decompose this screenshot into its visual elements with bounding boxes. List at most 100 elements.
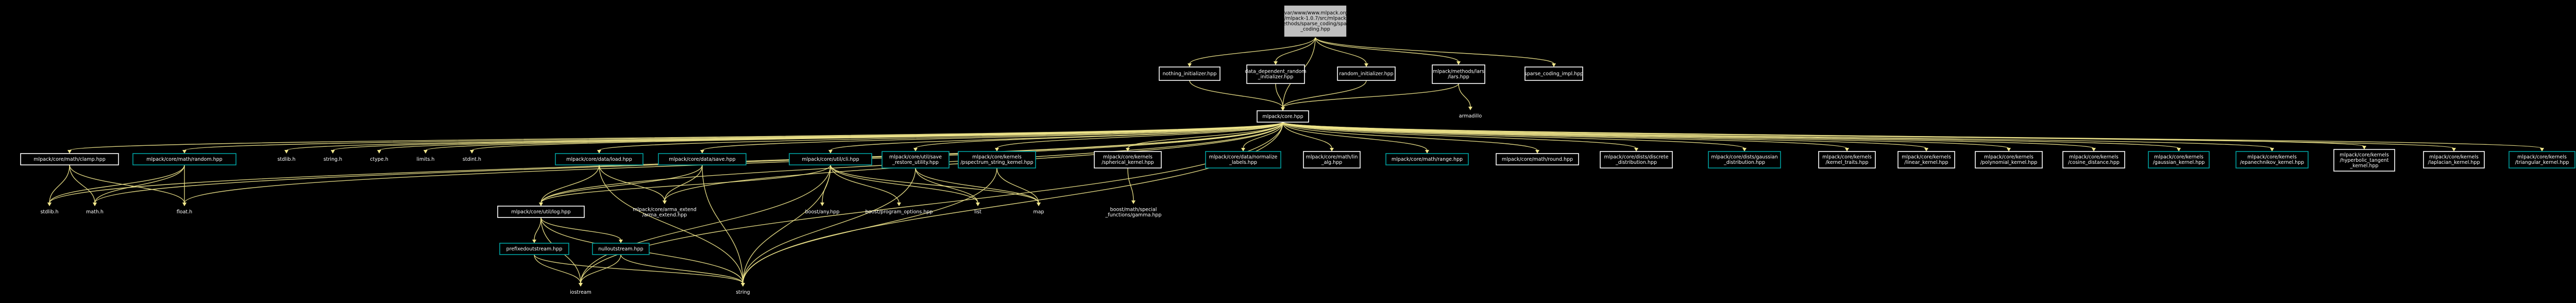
node-label-pspectrum-line-1: /pspectrum_string_kernel.hpp xyxy=(960,160,1033,165)
node-label-limits-line-0: limits.h xyxy=(417,157,435,162)
node-label-core-line-0: mlpack/core.hpp xyxy=(1262,114,1303,120)
node-data_load[interactable]: mlpack/core/data/load.hpp xyxy=(555,153,643,165)
edge-arrowhead-core-to-polynomial xyxy=(2007,148,2011,152)
node-label-polynomial-line-0: mlpack/core/kernels xyxy=(1984,155,2033,160)
node-normalize[interactable]: mlpack/core/data/normalize_labels.hpp xyxy=(1205,151,1281,169)
node-dd_random_init[interactable]: data_dependent_random_initializer.hpp xyxy=(1245,64,1307,84)
edge-arrowhead-core-to-epanechnikov xyxy=(2270,148,2274,152)
edge-root-to-dd_random_init xyxy=(1275,37,1316,62)
edge-core-to-gaussian_dist xyxy=(1282,122,1745,149)
node-label-epanechnikov-line-0: mlpack/core/kernels xyxy=(2247,155,2297,160)
edge-arrowhead-cli-to-log xyxy=(539,203,543,206)
node-nulloutstream[interactable]: nulloutstream.hpp xyxy=(592,243,650,255)
edge-arrowhead-core-to-ctype xyxy=(377,150,381,154)
edge-arrowhead-core-to-data_load xyxy=(597,150,601,154)
node-stdint: stdint.h xyxy=(463,157,481,162)
node-clamp[interactable]: mlpack/core/math/clamp.hpp xyxy=(20,153,119,165)
node-label-cosine-line-0: mlpack/core/kernels xyxy=(2069,155,2119,160)
node-label-triangular-line-0: mlpack/core/kernels xyxy=(2517,155,2567,160)
node-label-boost_any-line-0: boost/any.hpp xyxy=(805,209,840,215)
node-gaussian_dist[interactable]: mlpack/core/dists/gaussian_distribution.… xyxy=(1708,151,1781,169)
node-pspectrum[interactable]: mlpack/core/kernels/pspectrum_string_ker… xyxy=(958,151,1036,169)
node-spherical[interactable]: mlpack/core/kernels/spherical_kernel.hpp xyxy=(1094,151,1162,169)
edge-random-to-math_h xyxy=(94,164,185,204)
node-triangular[interactable]: mlpack/core/kernels/triangular_kernel.hp… xyxy=(2509,151,2575,169)
node-label-root-line-1: /mlpack-1.0.7/src/mlpack xyxy=(1284,16,1347,22)
edge-core-to-linear xyxy=(1282,122,1927,149)
node-lars[interactable]: mlpack/methods/lars/lars.hpp xyxy=(1432,64,1485,84)
node-core[interactable]: mlpack/core.hpp xyxy=(1257,110,1309,123)
edge-arrowhead-random-to-math_h xyxy=(93,203,97,206)
node-label-hyperbolic-line-2: _kernel.hpp xyxy=(2349,163,2378,169)
node-box-range xyxy=(1385,153,1469,165)
node-linear[interactable]: mlpack/core/kernels/linear_kernel.hpp xyxy=(1897,151,1955,169)
edge-arrowhead-core-to-gaussian_kernel xyxy=(2177,148,2181,152)
node-limits: limits.h xyxy=(417,157,435,162)
edge-arrowhead-root-to-lars xyxy=(1456,61,1461,65)
node-prefixedout[interactable]: prefixedoutstream.hpp xyxy=(499,243,569,255)
node-log[interactable]: mlpack/core/util/log.hpp xyxy=(497,206,585,218)
node-cosine[interactable]: mlpack/core/kernels/cosine_distance.hpp xyxy=(2062,151,2125,169)
edge-arrowhead-core-to-cosine xyxy=(2092,148,2096,152)
node-discrete[interactable]: mlpack/core/dists/discrete_distribution.… xyxy=(1600,151,1673,169)
node-label-save_restore-line-1: _restore_utility.hpp xyxy=(892,160,939,165)
node-float_h: float.h xyxy=(177,209,192,215)
node-label-epanechnikov-line-1: /epanechnikov_kernel.hpp xyxy=(2240,160,2304,165)
edge-arrowhead-nulloutstream-to-string xyxy=(741,283,745,287)
node-box-clamp xyxy=(20,153,119,165)
node-root[interactable]: /var/www/www.mlpack.org/mlpack-1.0.7/src… xyxy=(1277,5,1354,38)
node-math_h: math.h xyxy=(86,209,104,215)
edge-cli-to-map xyxy=(830,164,1039,204)
node-label-laplacian-line-1: /laplacian_kernel.hpp xyxy=(2428,160,2480,165)
node-box-epanechnikov xyxy=(2235,151,2309,169)
node-label-root-line-2: /methods/sparse_coding/sparse xyxy=(1277,21,1354,27)
edge-prefixedout-to-iostream xyxy=(534,254,581,284)
node-box-triangular xyxy=(2509,151,2575,169)
node-label-root-line-0: /var/www/www.mlpack.org xyxy=(1283,10,1348,16)
node-box-laplacian xyxy=(2423,151,2485,169)
node-stdlib_h: stdlib.h xyxy=(40,209,58,215)
edge-arrowhead-core-to-kernel_traits xyxy=(1845,148,1849,152)
node-label-lin_alg-line-0: mlpack/core/math/lin xyxy=(1306,155,1358,160)
node-box-random_init xyxy=(1337,66,1396,81)
node-box-nothing_init xyxy=(1159,66,1221,81)
node-range[interactable]: mlpack/core/math/range.hpp xyxy=(1385,153,1469,165)
edge-nulloutstream-to-iostream xyxy=(580,254,621,284)
node-save_restore[interactable]: mlpack/core/util/save_restore_utility.hp… xyxy=(882,151,950,169)
node-epanechnikov[interactable]: mlpack/core/kernels/epanechnikov_kernel.… xyxy=(2235,151,2309,169)
node-gaussian_kernel[interactable]: mlpack/core/kernels/gaussian_kernel.hpp xyxy=(2148,151,2210,169)
node-label-clamp-line-0: mlpack/core/math/clamp.hpp xyxy=(33,157,106,162)
edge-arrowhead-random-to-stdlib_h xyxy=(47,203,52,206)
node-kernel_traits[interactable]: mlpack/core/kernels/kernel_traits.hpp xyxy=(1818,151,1876,169)
edge-core-to-triangular xyxy=(1282,122,2543,149)
edge-clamp-to-math_h xyxy=(69,164,95,204)
node-label-ctype-line-0: ctype.h xyxy=(370,157,388,162)
edge-core-to-data_save xyxy=(702,122,1283,151)
node-stdlib: stdlib.h xyxy=(277,157,295,162)
node-random[interactable]: mlpack/core/math/random.hpp xyxy=(132,153,236,165)
edge-data_load-to-log xyxy=(540,164,600,204)
node-lin_alg[interactable]: mlpack/core/math/lin_alg.hpp xyxy=(1303,151,1361,169)
node-label-random-line-0: mlpack/core/math/random.hpp xyxy=(146,157,222,162)
node-cli[interactable]: mlpack/core/util/cli.hpp xyxy=(789,153,872,165)
node-label-map-line-0: map xyxy=(1033,209,1044,215)
edge-core-to-stdint xyxy=(471,122,1283,151)
edge-arrowhead-core-to-string_h xyxy=(331,150,335,154)
node-label-discrete-line-1: _distribution.hpp xyxy=(1615,160,1657,165)
edge-pspectrum-to-string xyxy=(742,167,997,284)
node-label-iostream-line-0: iostream xyxy=(570,290,591,295)
node-box-cosine xyxy=(2062,151,2125,169)
node-random_init[interactable]: random_initializer.hpp xyxy=(1337,66,1396,81)
node-label-round-line-0: mlpack/core/math/round.hpp xyxy=(1502,157,1573,162)
node-nothing_init[interactable]: nothing_initializer.hpp xyxy=(1159,66,1221,81)
node-data_save[interactable]: mlpack/core/data/save.hpp xyxy=(658,153,747,165)
node-label-hyperbolic-line-1: /hyperbolic_tangent xyxy=(2340,158,2389,163)
node-polynomial[interactable]: mlpack/core/kernels/polynomial_kernel.hp… xyxy=(1975,151,2043,169)
node-sc_impl[interactable]: sparse_coding_impl.hpp xyxy=(1524,66,1583,81)
node-hyperbolic[interactable]: mlpack/core/kernels/hyperbolic_tangent_k… xyxy=(2333,149,2395,172)
node-box-spherical xyxy=(1094,151,1162,169)
node-laplacian[interactable]: mlpack/core/kernels/laplacian_kernel.hpp xyxy=(2423,151,2485,169)
node-label-log-line-0: mlpack/core/util/log.hpp xyxy=(511,209,570,215)
node-round[interactable]: mlpack/core/math/round.hpp xyxy=(1496,153,1579,165)
